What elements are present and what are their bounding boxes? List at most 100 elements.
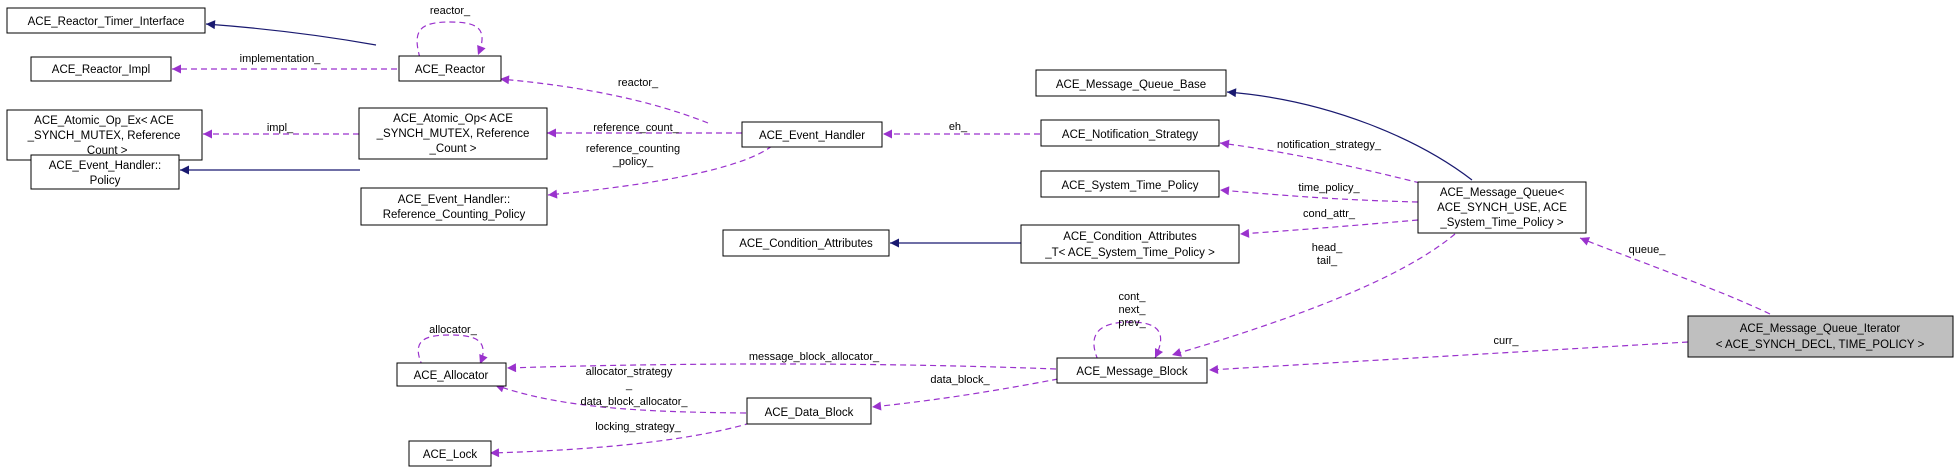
class-node-message-queue[interactable]: ACE_Message_Queue< ACE_SYNCH_USE, ACE _S… (1417, 181, 1587, 234)
edge-label-reference-counting-policy: reference_counting _policy_ (586, 143, 680, 168)
edge-message-block-allocator (506, 363, 1057, 373)
edge-data-block (871, 378, 1059, 411)
svg-text:ACE_Data_Block: ACE_Data_Block (765, 407, 854, 419)
svg-text:cont_: cont_ (1119, 291, 1147, 303)
svg-text:_SYNCH_MUTEX, Reference: _SYNCH_MUTEX, Reference (376, 128, 530, 140)
class-node-condition-attributes-t[interactable]: ACE_Condition_Attributes _T< ACE_System_… (1020, 224, 1240, 264)
svg-text:ACE_System_Time_Policy: ACE_System_Time_Policy (1062, 180, 1199, 192)
edge-label-impl: impl_ (267, 122, 294, 134)
class-node-notification-strategy[interactable]: ACE_Notification_Strategy (1040, 119, 1220, 147)
svg-text:ACE_SYNCH_USE, ACE: ACE_SYNCH_USE, ACE (1437, 202, 1567, 214)
edge-cond-attr (1239, 219, 1419, 238)
edge-allocator-self (417, 334, 488, 368)
svg-text:reactor_: reactor_ (618, 77, 659, 89)
svg-text:ACE_Notification_Strategy: ACE_Notification_Strategy (1062, 129, 1198, 141)
edge-label-reactor: reactor_ (618, 77, 659, 89)
edge-head-tail (1171, 233, 1456, 357)
svg-text:data_block_: data_block_ (930, 374, 990, 386)
svg-text:Reference_Counting_Policy: Reference_Counting_Policy (383, 209, 526, 221)
class-node-message-queue-base[interactable]: ACE_Message_Queue_Base (1035, 69, 1227, 97)
edge-locking-strategy (489, 419, 761, 458)
edge-label-message-block-allocator: message_block_allocator_ (749, 351, 880, 363)
svg-text:head_: head_ (1312, 242, 1343, 254)
svg-text:ACE_Message_Block: ACE_Message_Block (1076, 366, 1187, 378)
edge-label-head-tail: head_ tail_ (1312, 242, 1343, 267)
edge-label-mb-self: cont_ next_ prev_ (1118, 291, 1146, 329)
svg-text:ACE_Atomic_Op_Ex< ACE: ACE_Atomic_Op_Ex< ACE (34, 115, 174, 127)
class-node-condition-attributes[interactable]: ACE_Condition_Attributes (722, 229, 890, 257)
svg-text:notification_strategy_: notification_strategy_ (1277, 139, 1382, 151)
svg-text:prev_: prev_ (1118, 317, 1146, 329)
svg-text:ACE_Condition_Attributes: ACE_Condition_Attributes (1063, 231, 1197, 243)
svg-text:impl_: impl_ (267, 122, 294, 134)
edge-message-queue-inherits-base (1226, 88, 1473, 181)
svg-text:message_block_allocator_: message_block_allocator_ (749, 351, 880, 363)
edge-queue (1579, 237, 1771, 315)
svg-text:ACE_Reactor: ACE_Reactor (415, 64, 485, 76)
svg-text:cond_attr_: cond_attr_ (1303, 208, 1356, 220)
edge-label-implementation: implementation_ (240, 53, 322, 65)
class-node-allocator[interactable]: ACE_Allocator (396, 362, 507, 387)
edge-label-reference-count: reference_count_ (593, 122, 679, 134)
edge-allocator-strategy (494, 383, 747, 414)
class-node-reference-counting-policy[interactable]: ACE_Event_Handler:: Reference_Counting_P… (360, 187, 548, 226)
svg-text:tail_: tail_ (1317, 255, 1338, 267)
svg-text:_System_Time_Policy >: _System_Time_Policy > (1439, 217, 1564, 229)
edge-time-policy (1219, 186, 1419, 203)
svg-text:data_block_allocator_: data_block_allocator_ (580, 396, 688, 408)
class-node-reactor-timer-interface[interactable]: ACE_Reactor_Timer_Interface (6, 7, 206, 34)
svg-text:next_: next_ (1119, 304, 1147, 316)
svg-text:reactor_: reactor_ (430, 5, 471, 17)
class-node-reactor-impl[interactable]: ACE_Reactor_Impl (30, 56, 172, 82)
svg-text:_: _ (625, 379, 633, 391)
class-node-system-time-policy[interactable]: ACE_System_Time_Policy (1040, 170, 1220, 198)
edge-reference-counting-policy (547, 145, 773, 199)
svg-text:ACE_Message_Queue_Iterator: ACE_Message_Queue_Iterator (1740, 323, 1901, 335)
svg-text:queue_: queue_ (1629, 244, 1667, 256)
svg-text:ACE_Allocator: ACE_Allocator (414, 370, 489, 382)
class-node-reactor[interactable]: ACE_Reactor (398, 55, 502, 82)
svg-text:allocator_: allocator_ (429, 324, 478, 336)
svg-text:eh_: eh_ (949, 121, 968, 133)
svg-text:implementation_: implementation_ (240, 53, 322, 65)
svg-text:allocator_strategy: allocator_strategy (586, 366, 673, 378)
svg-text:reference_counting: reference_counting (586, 143, 680, 155)
class-node-atomic-op-ex[interactable]: ACE_Atomic_Op_Ex< ACE _SYNCH_MUTEX, Refe… (6, 109, 203, 161)
svg-text:ACE_Reactor_Timer_Interface: ACE_Reactor_Timer_Interface (28, 16, 185, 28)
svg-text:_Count >: _Count > (80, 145, 128, 157)
class-node-lock[interactable]: ACE_Lock (408, 440, 492, 467)
class-node-data-block[interactable]: ACE_Data_Block (746, 397, 872, 425)
edge-label-time-policy: time_policy_ (1298, 182, 1360, 194)
svg-text:< ACE_SYNCH_DECL, TIME_POLICY: < ACE_SYNCH_DECL, TIME_POLICY > (1716, 339, 1925, 351)
edge-mb-self (1093, 321, 1164, 361)
edge-label-data-block: data_block_ (930, 374, 990, 386)
class-node-atomic-op[interactable]: ACE_Atomic_Op< ACE _SYNCH_MUTEX, Referen… (358, 107, 548, 160)
edge-label-notification-strategy: notification_strategy_ (1277, 139, 1382, 151)
edge-label-reactor-self: reactor_ (430, 5, 471, 17)
class-node-event-handler-policy[interactable]: ACE_Event_Handler:: Policy (30, 154, 180, 190)
svg-text:_policy_: _policy_ (612, 156, 654, 168)
svg-text:_SYNCH_MUTEX, Reference: _SYNCH_MUTEX, Reference (27, 130, 181, 142)
svg-text:ACE_Atomic_Op< ACE: ACE_Atomic_Op< ACE (393, 113, 513, 125)
svg-text:ACE_Message_Queue_Base: ACE_Message_Queue_Base (1056, 79, 1206, 91)
edge-label-cond-attr: cond_attr_ (1303, 208, 1356, 220)
svg-text:ACE_Event_Handler::: ACE_Event_Handler:: (49, 160, 162, 172)
class-node-message-queue-iterator[interactable]: ACE_Message_Queue_Iterator < ACE_SYNCH_D… (1687, 315, 1954, 358)
edge-notification-strategy (1219, 139, 1421, 184)
svg-text:ACE_Message_Queue<: ACE_Message_Queue< (1440, 187, 1565, 199)
svg-text:ACE_Reactor_Impl: ACE_Reactor_Impl (52, 64, 150, 76)
class-node-event-handler[interactable]: ACE_Event_Handler (741, 121, 883, 148)
edge-label-queue: queue_ (1629, 244, 1667, 256)
edge-label-allocator-strategy: allocator_strategy _ data_block_allocato… (580, 366, 688, 408)
edge-label-curr: curr_ (1493, 335, 1519, 347)
edge-label-locking-strategy: locking_strategy_ (595, 421, 681, 433)
edge-label-eh: eh_ (949, 121, 968, 133)
svg-text:_Count >: _Count > (429, 143, 477, 155)
edge-reactor (499, 75, 709, 124)
class-node-message-block[interactable]: ACE_Message_Block (1056, 357, 1208, 384)
svg-text:ACE_Condition_Attributes: ACE_Condition_Attributes (739, 238, 873, 250)
svg-text:locking_strategy_: locking_strategy_ (595, 421, 681, 433)
svg-text:_T< ACE_System_Time_Policy >: _T< ACE_System_Time_Policy > (1044, 247, 1215, 259)
svg-text:ACE_Lock: ACE_Lock (423, 449, 478, 461)
